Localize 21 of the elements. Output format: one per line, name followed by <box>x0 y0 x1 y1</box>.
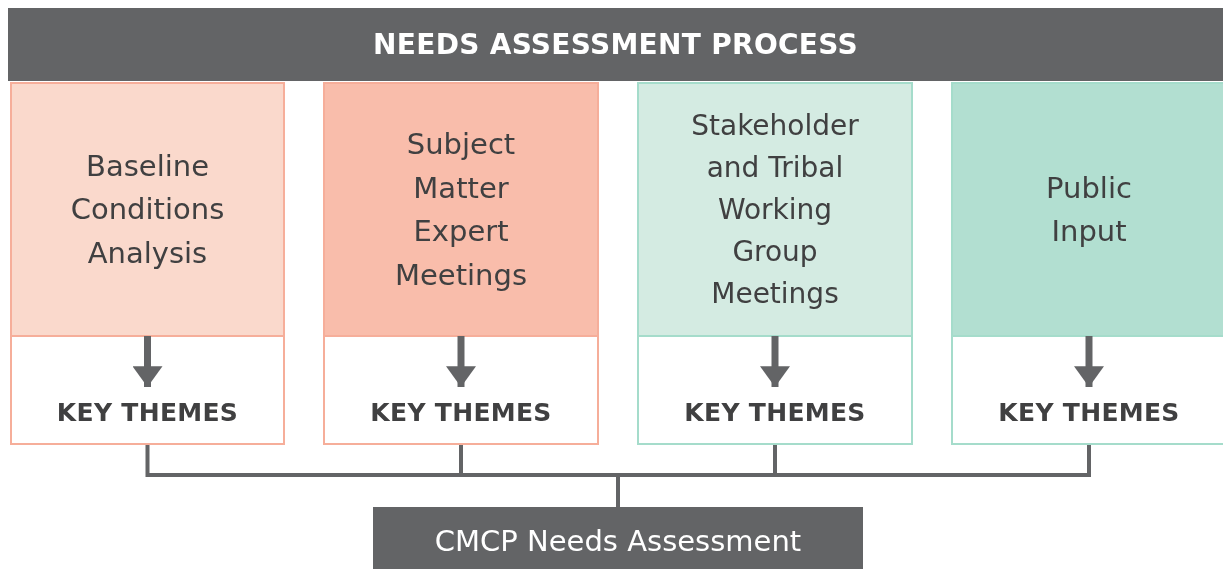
heading-text: KEY THEMES <box>683 396 867 429</box>
process-box <box>10 82 285 336</box>
heading-text: KEY THEMES <box>369 396 553 429</box>
box-text: Subject Matter Expert Meetings <box>394 126 528 294</box>
key-themes-box <box>10 335 285 445</box>
heading-text: KEY THEMES <box>55 396 240 429</box>
connector-line <box>616 445 1091 507</box>
process-box <box>637 82 913 336</box>
heading-text: NEEDS ASSESSMENT PROCESS <box>372 26 859 63</box>
key-themes-box <box>951 335 1223 445</box>
heading-text: KEY THEMES <box>997 396 1181 429</box>
box-text: Public Input <box>1045 169 1133 250</box>
process-box <box>951 82 1223 336</box>
box-text: Baseline Conditions Analysis <box>69 147 226 272</box>
key-themes-box <box>637 335 913 445</box>
box-text: Stakeholder and Tribal Working Group Meetings <box>690 108 860 312</box>
title-band <box>8 8 1223 81</box>
process-box <box>323 82 599 336</box>
box-text: CMCP Needs Assessment <box>433 523 803 561</box>
key-themes-box <box>323 335 599 445</box>
result-box <box>373 507 863 569</box>
